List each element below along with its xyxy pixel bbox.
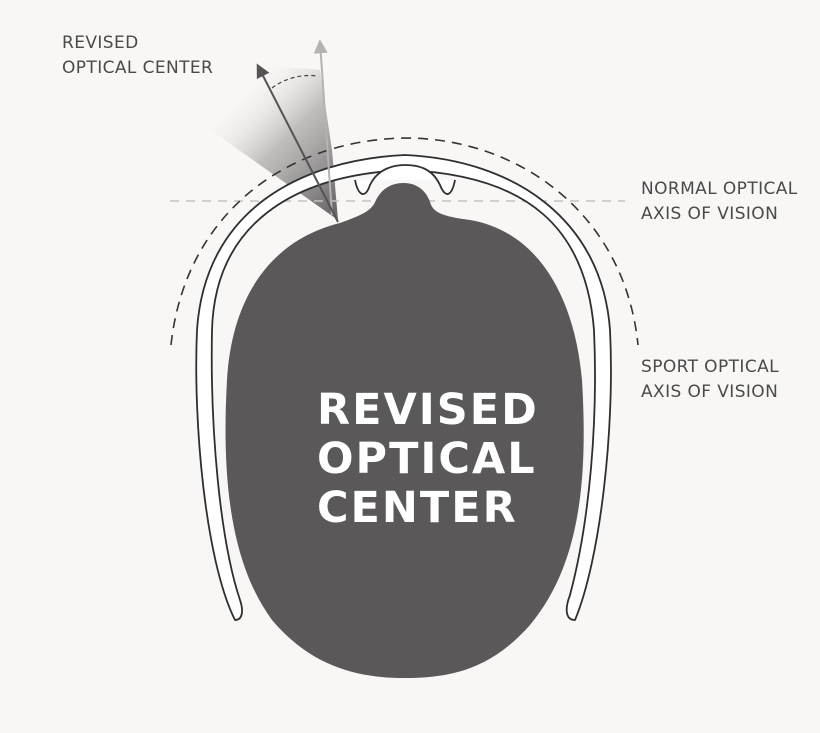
head-silhouette	[225, 183, 584, 678]
eyewear-frame-outer	[195, 154, 612, 621]
field-of-view-beam	[185, 64, 338, 220]
lens-nose-bridge	[354, 164, 456, 195]
angle-indicator-arc	[271, 74, 319, 89]
revised-axis-arrow	[256, 63, 339, 223]
sport-optical-axis-label: SPORT OPTICAL AXIS OF VISION	[641, 357, 785, 402]
head-title: REVISED OPTICAL CENTER	[317, 385, 556, 533]
sport-axis-arc	[170, 137, 639, 346]
revised-optical-center-label: REVISED OPTICAL CENTER	[62, 33, 213, 78]
normal-optical-axis-label: NORMAL OPTICAL AXIS OF VISION	[641, 179, 804, 224]
normal-axis-arrow	[313, 39, 333, 216]
